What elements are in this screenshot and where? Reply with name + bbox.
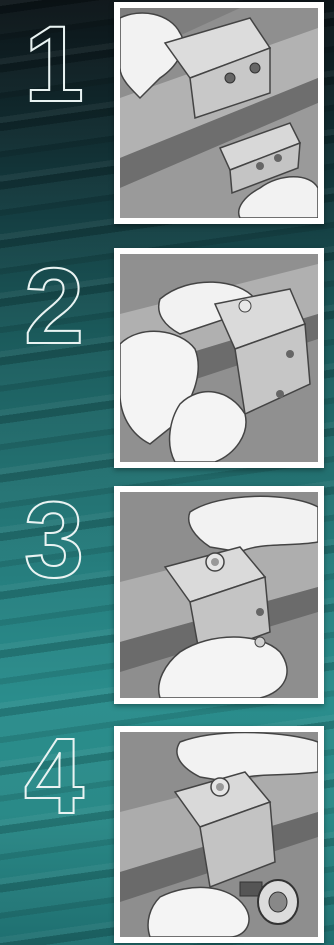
step-number: 2 bbox=[4, 252, 104, 360]
step-4: 4 bbox=[0, 714, 334, 945]
clamp-insert-setscrew-icon bbox=[120, 492, 318, 698]
step-number: 3 bbox=[4, 486, 104, 594]
step-number: 4 bbox=[4, 722, 104, 830]
step-number: 1 bbox=[4, 10, 104, 118]
step-illustration-panel bbox=[114, 486, 324, 704]
step-illustration-panel bbox=[114, 248, 324, 468]
step-1: 1 bbox=[0, 0, 334, 232]
step-illustration-panel bbox=[114, 2, 324, 224]
clamp-tighten-setscrew-icon bbox=[120, 732, 318, 937]
step-illustration-panel bbox=[114, 726, 324, 943]
clamp-slide-onto-seam-icon bbox=[120, 8, 318, 218]
clamp-hold-on-seam-icon bbox=[120, 254, 318, 462]
step-3: 3 bbox=[0, 478, 334, 710]
step-2: 2 bbox=[0, 242, 334, 474]
